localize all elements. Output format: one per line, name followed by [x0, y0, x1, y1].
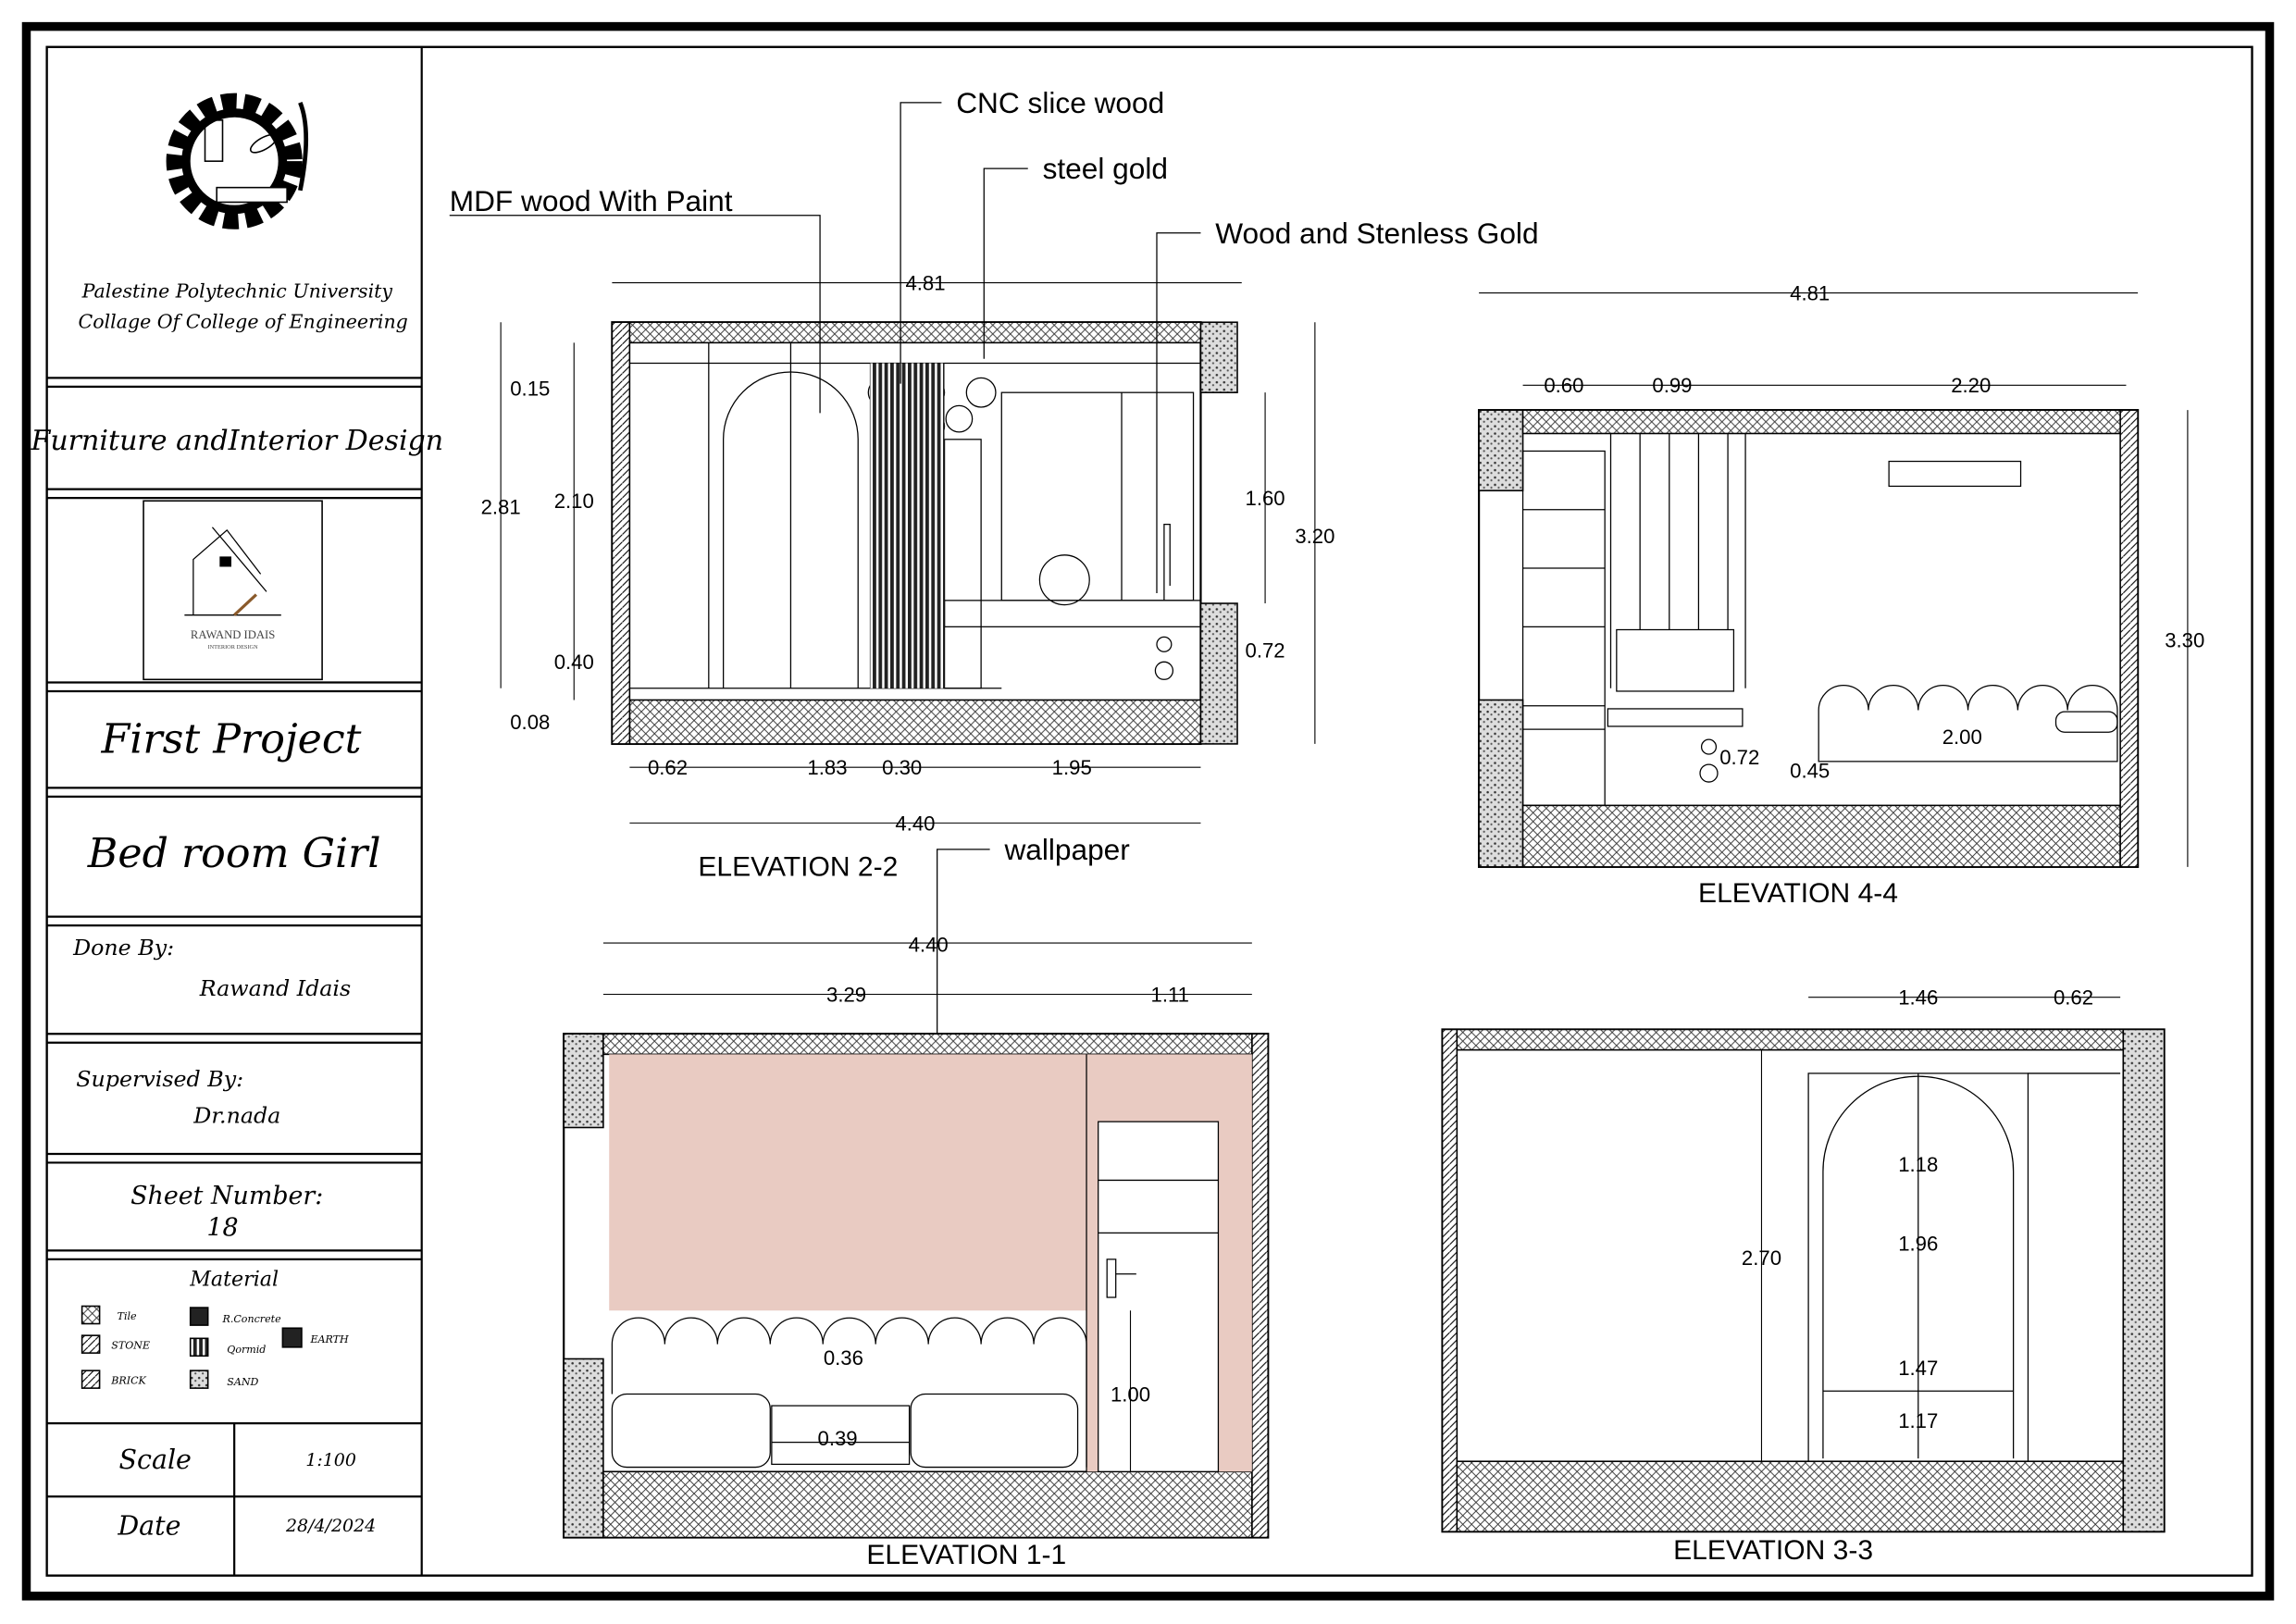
dim: 0.72 — [1719, 746, 1759, 769]
elevation-4-4: 4.81 0.60 0.99 2.20 3.30 0.72 0.45 2.00 … — [1477, 281, 2204, 909]
dim: 0.62 — [2054, 986, 2093, 1010]
dim: 0.36 — [824, 1346, 863, 1370]
material-legend: Tile STONE BRICK R.Concrete Qormid SAND … — [81, 1305, 349, 1389]
scale-value: 1:100 — [305, 1450, 356, 1470]
dim: 3.29 — [826, 983, 866, 1006]
elevation-1-1: 4.40 3.29 1.11 0.36 0.39 1.00 ELEVATION … — [563, 934, 1270, 1570]
dim: 1.96 — [1898, 1232, 1938, 1255]
dim: 2.20 — [1951, 374, 1991, 397]
dim-width-total: 4.40 — [909, 934, 949, 957]
elevation-label: ELEVATION 2-2 — [698, 851, 898, 882]
date-label: Date — [117, 1510, 180, 1541]
done-by-name: Rawand Idais — [199, 975, 351, 1001]
inner-border — [45, 45, 2253, 1577]
elevation-label: ELEVATION 3-3 — [1673, 1535, 1873, 1566]
dim: 2.81 — [481, 496, 521, 519]
dim: 1.83 — [807, 756, 847, 779]
elevation-label: ELEVATION 1-1 — [866, 1540, 1066, 1570]
elevation-label: ELEVATION 4-4 — [1698, 878, 1898, 909]
sheet-number: 18 — [206, 1214, 238, 1243]
course-title: Furniture andInterior Design — [30, 425, 443, 457]
dim: 1.18 — [1898, 1153, 1938, 1176]
annotation-cnc-slice-wood: CNC slice wood — [956, 86, 1164, 119]
dim: 2.10 — [554, 490, 594, 513]
dim: 0.99 — [1652, 374, 1692, 397]
annotation-wallpaper: wallpaper — [1003, 833, 1129, 866]
dim: 0.15 — [510, 377, 550, 400]
material-earth: EARTH — [309, 1333, 349, 1345]
dim-width-total: 4.81 — [905, 271, 945, 294]
room-title: Bed room Girl — [87, 830, 381, 877]
wallpaper-area — [609, 1054, 1087, 1311]
dim: 0.72 — [1246, 639, 1285, 663]
elevation-3-3: 1.46 0.62 1.18 1.96 2.70 1.47 1.17 ELEVA… — [1441, 986, 2166, 1566]
done-by-label: Done By: — [72, 935, 174, 961]
dim: 0.40 — [554, 651, 594, 674]
annotations: CNC slice wood steel gold MDF wood With … — [449, 86, 1539, 1049]
dim: 0.60 — [1544, 374, 1583, 397]
annotation-mdf-wood: MDF wood With Paint — [450, 184, 733, 217]
dim: 0.39 — [818, 1427, 858, 1450]
material-stone: STONE — [111, 1339, 150, 1351]
material-qormid: Qormid — [227, 1344, 266, 1356]
dim: 1.11 — [1151, 983, 1189, 1006]
elevation-2-2: 4.81 0.15 2.81 2.10 0.40 0.08 1.60 3.20 … — [481, 271, 1335, 882]
dim: 3.30 — [2165, 628, 2204, 651]
brand-logo-name: RAWAND IDAIS — [191, 628, 275, 641]
dim: 0.08 — [510, 711, 550, 734]
project-title: First Project — [101, 715, 362, 762]
sheet-number-label: Sheet Number: — [130, 1182, 323, 1210]
dim: 0.45 — [1790, 759, 1830, 782]
dim: 3.20 — [1295, 525, 1334, 548]
college-name: Collage Of College of Engineering — [78, 311, 407, 333]
material-sand: SAND — [227, 1376, 258, 1388]
dim: 1.00 — [1111, 1382, 1150, 1406]
dim: 1.46 — [1898, 986, 1938, 1010]
annotation-steel-gold: steel gold — [1043, 152, 1168, 185]
scale-label: Scale — [119, 1444, 192, 1475]
dim: 4.40 — [895, 812, 935, 835]
dim: 1.60 — [1246, 487, 1285, 510]
dim-width-total: 4.81 — [1790, 281, 1830, 304]
dim: 1.17 — [1898, 1409, 1938, 1432]
brand-logo-subtitle: INTERIOR DESIGN — [207, 644, 258, 651]
university-name: Palestine Polytechnic University — [81, 279, 393, 302]
dim: 1.95 — [1052, 756, 1092, 779]
date-value: 28/4/2024 — [285, 1516, 376, 1536]
supervised-by-label: Supervised By: — [76, 1066, 243, 1092]
dim: 2.70 — [1742, 1246, 1781, 1270]
brand-logo: RAWAND IDAIS INTERIOR DESIGN — [143, 500, 323, 681]
material-r-concrete: R.Concrete — [222, 1313, 282, 1325]
dim: 1.47 — [1898, 1357, 1938, 1380]
dim: 2.00 — [1942, 725, 1982, 749]
supervisor-name: Dr.nada — [192, 1103, 280, 1129]
material-tile: Tile — [118, 1310, 137, 1322]
dim: 0.30 — [882, 756, 922, 779]
dim: 0.62 — [648, 756, 688, 779]
outer-border — [21, 21, 2275, 1601]
annotation-wood-stainless-gold: Wood and Stenless Gold — [1215, 217, 1538, 250]
material-brick: BRICK — [110, 1374, 146, 1386]
university-logo — [166, 93, 309, 229]
material-title: Material — [189, 1267, 279, 1291]
title-block: Palestine Polytechnic University Collage… — [30, 93, 443, 1576]
